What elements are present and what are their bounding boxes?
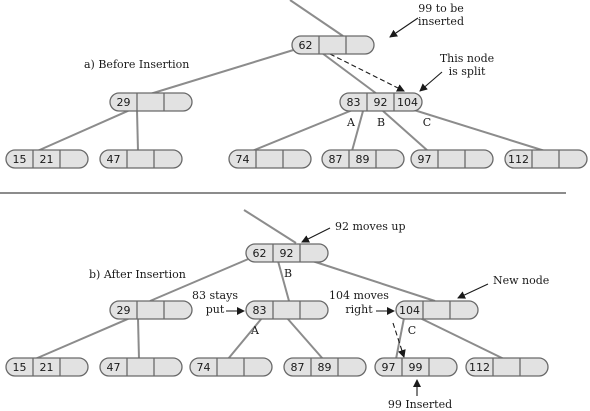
node-b-mid: 83	[245, 300, 329, 320]
section-before-insertion: 62 29 83 92 104 15 21 47 74	[5, 0, 588, 169]
key: 104	[399, 304, 420, 317]
key: 47	[107, 361, 121, 374]
key: 97	[382, 361, 396, 374]
key: 87	[291, 361, 305, 374]
note-moves-up: 92 moves up	[335, 220, 406, 233]
edge-root-right	[321, 52, 378, 95]
note-inserted: 99 Inserted	[388, 398, 452, 411]
key: 112	[508, 153, 529, 166]
node-a-left: 29	[109, 92, 193, 112]
node-b-leaf4: 87 89	[283, 357, 367, 377]
edge-incoming-root	[243, 209, 297, 244]
edge-left-leaf1	[34, 109, 131, 153]
note-split-line1: This node	[440, 52, 494, 65]
edge-mid-leaf3	[227, 317, 263, 360]
note-stays-line1: 83 stays	[192, 289, 238, 302]
pointer-label-b: B	[377, 116, 385, 129]
key: 15	[13, 361, 27, 374]
node-a-root: 62	[291, 35, 375, 55]
key: 74	[236, 153, 250, 166]
edge-mid-leaf4	[286, 317, 324, 360]
pointer-label-a: A	[250, 324, 260, 337]
note-insert-line2: inserted	[418, 15, 464, 28]
node-b-left: 29	[109, 300, 193, 320]
edge-right-leaf4	[351, 110, 364, 152]
section-a-title: a) Before Insertion	[84, 58, 189, 71]
key: 29	[117, 304, 131, 317]
key: 89	[318, 361, 332, 374]
edge-right-leaf3	[251, 108, 356, 152]
node-a-right-split: 83 92 104	[339, 92, 423, 112]
key: 97	[418, 153, 432, 166]
node-b-leaf5: 97 99	[374, 357, 458, 377]
note-moves-right-line2: right	[345, 303, 373, 316]
edge-left-leaf2	[136, 109, 139, 152]
note-new-node: New node	[493, 274, 549, 287]
key: 99	[409, 361, 423, 374]
edge-root-mid	[277, 260, 290, 302]
key: 62	[253, 247, 267, 260]
node-a-leaf1: 15 21	[5, 149, 89, 169]
pointer-label-c: C	[423, 116, 431, 129]
edge-incoming-root	[289, 0, 344, 37]
key: 21	[40, 361, 54, 374]
edge-right-leaf6	[419, 317, 505, 360]
key: 62	[299, 39, 313, 52]
key: 83	[253, 304, 267, 317]
node-b-leaf2: 47	[99, 357, 183, 377]
note-insert-line1: 99 to be	[418, 2, 464, 15]
edge-left-leaf2	[137, 317, 140, 360]
edge-right-leaf6	[397, 104, 546, 152]
key: 74	[197, 361, 211, 374]
edge-right-leaf5	[382, 110, 429, 152]
node-b-leaf6: 112	[465, 357, 549, 377]
node-b-right-new: 104	[395, 300, 479, 320]
move-path-arrow	[392, 322, 406, 358]
node-b-leaf3: 74	[189, 357, 273, 377]
section-b-title: b) After Insertion	[89, 268, 186, 281]
section-after-insertion: 62 92 29 83 104 15 21 47	[5, 209, 549, 411]
note-moves-right-line1: 104 moves	[329, 289, 389, 302]
key: 92	[374, 96, 388, 109]
note-split-line2: is split	[449, 65, 486, 78]
key: 15	[13, 153, 27, 166]
note-stays-line2: put	[206, 303, 225, 316]
node-a-leaf3: 74	[228, 149, 312, 169]
edge-root-left	[149, 256, 254, 302]
arrow-insert-note	[389, 17, 419, 38]
node-b-leaf1: 15 21	[5, 357, 89, 377]
arrow-moves-up	[301, 227, 331, 243]
pointer-label-b: B	[284, 267, 292, 280]
insertion-path-arrow	[329, 53, 405, 92]
key: 21	[40, 153, 54, 166]
edge-right-leaf5	[395, 317, 405, 360]
pointer-label-c: C	[408, 324, 416, 337]
key: 112	[469, 361, 490, 374]
key: 92	[280, 247, 294, 260]
key: 89	[356, 153, 370, 166]
arrow-split-note	[419, 71, 443, 92]
edge-root-left	[149, 47, 301, 95]
key: 47	[107, 153, 121, 166]
edge-left-leaf1	[34, 317, 131, 360]
key: 83	[347, 96, 361, 109]
node-b-root: 62 92	[245, 243, 329, 263]
arrow-new-node	[457, 283, 489, 299]
node-a-leaf6: 112	[504, 149, 588, 169]
pointer-label-a: A	[346, 116, 356, 129]
edge-root-right	[299, 256, 436, 302]
key: 104	[397, 96, 418, 109]
node-a-leaf4: 87 89	[321, 149, 405, 169]
node-a-leaf5: 97	[410, 149, 494, 169]
key: 87	[329, 153, 343, 166]
node-a-leaf2: 47	[99, 149, 183, 169]
key: 29	[117, 96, 131, 109]
